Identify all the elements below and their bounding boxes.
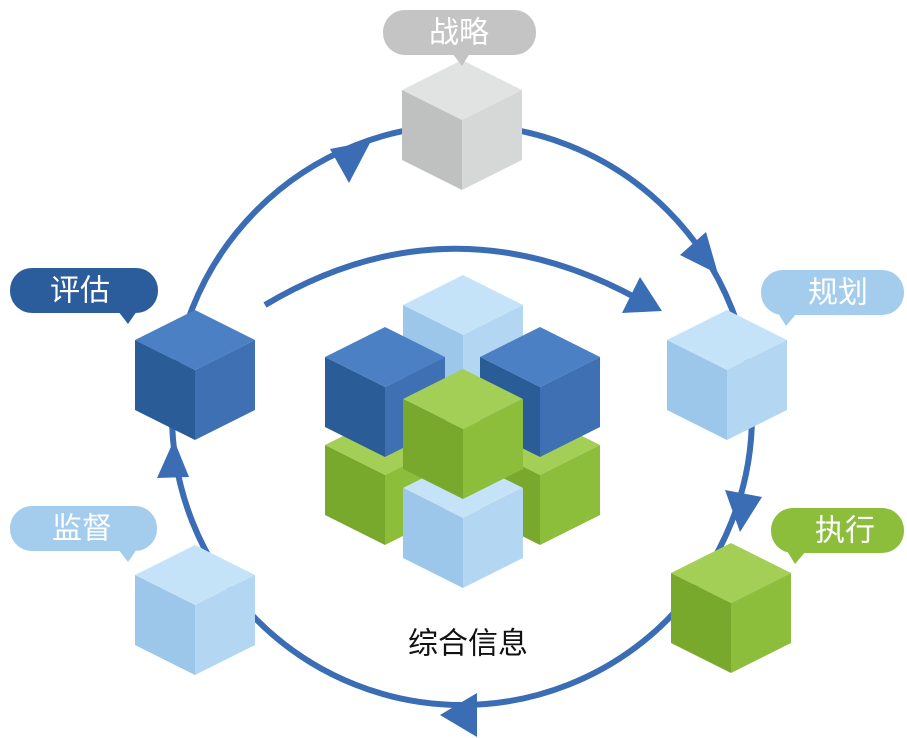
bubble-execution: 执行 bbox=[771, 508, 904, 564]
center-cube-cluster bbox=[325, 275, 600, 588]
bubble-supervision: 监督 bbox=[10, 506, 157, 562]
bubble-evaluation: 评估 bbox=[10, 268, 158, 324]
bubble-strategy: 战略 bbox=[383, 10, 536, 66]
execution-cube bbox=[671, 543, 791, 673]
bubble-planning: 规划 bbox=[761, 270, 904, 326]
bubble-planning-label: 规划 bbox=[808, 276, 868, 311]
bubble-strategy-label: 战略 bbox=[429, 16, 489, 51]
strategy-cube bbox=[402, 60, 522, 190]
arrowhead-strategy-to-planning bbox=[680, 232, 718, 274]
arrowhead-planning-to-execution bbox=[725, 490, 762, 532]
bubble-supervision-label: 监督 bbox=[52, 512, 112, 547]
center-label: 综合信息 bbox=[408, 627, 528, 662]
arrowhead-supervision-to-evaluation bbox=[157, 440, 189, 478]
bubble-evaluation-label: 评估 bbox=[50, 274, 110, 309]
supervision-cube bbox=[135, 545, 255, 675]
bubble-execution-label: 执行 bbox=[815, 514, 875, 549]
arrowhead-execution-to-supervision bbox=[440, 693, 477, 737]
evaluation-cube bbox=[135, 310, 255, 440]
inner-arc bbox=[263, 245, 642, 308]
arrowhead-evaluation-to-strategy bbox=[330, 141, 371, 183]
planning-cube bbox=[667, 310, 787, 440]
inner-arc-arrowhead bbox=[622, 277, 662, 313]
